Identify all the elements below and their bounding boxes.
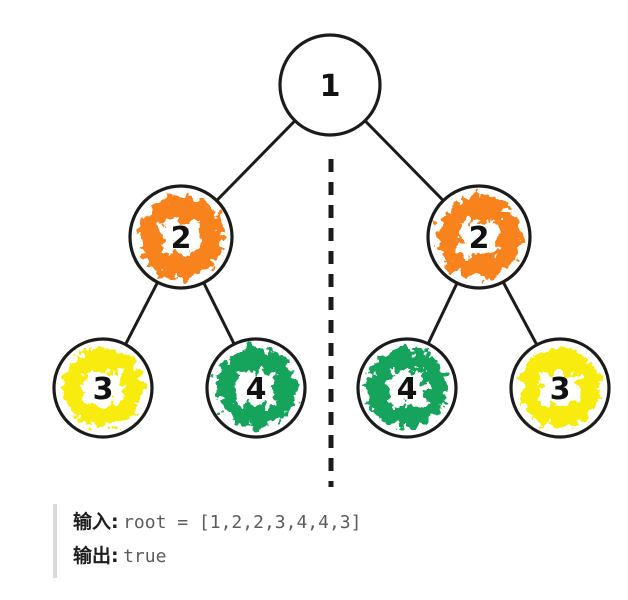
node-label-backing bbox=[388, 372, 426, 404]
tree-node-root: 1 bbox=[278, 33, 382, 137]
tree-node-left-left-3: 3 bbox=[52, 337, 154, 439]
tree-node-right-right-3: 3 bbox=[509, 337, 611, 439]
input-value: root = [1,2,2,3,4,4,3] bbox=[123, 512, 362, 533]
output-label: 输出: bbox=[73, 545, 119, 567]
node-value: 4 bbox=[246, 372, 267, 407]
node-value: 1 bbox=[320, 69, 341, 104]
node-label-backing bbox=[460, 221, 498, 253]
output-value: true bbox=[123, 546, 167, 567]
node-label-backing bbox=[84, 372, 122, 404]
input-label: 输入: bbox=[73, 511, 119, 533]
tree-node-right-left-4: 4 bbox=[356, 337, 458, 439]
example-input-line: 输入: root = [1,2,2,3,4,4,3] bbox=[73, 506, 361, 540]
node-value: 4 bbox=[397, 372, 418, 407]
node-label-backing bbox=[162, 221, 200, 253]
tree-node-right-2: 2 bbox=[426, 184, 532, 290]
node-label-backing bbox=[541, 372, 579, 404]
node-circle bbox=[278, 33, 382, 137]
node-value: 3 bbox=[93, 372, 114, 407]
tree-diagram: 1 2 2 3 4 4 3 bbox=[52, 33, 611, 487]
tree-node-left-right-4: 4 bbox=[205, 337, 307, 439]
tree-node-left-2: 2 bbox=[128, 184, 234, 290]
example-io-block: 输入: root = [1,2,2,3,4,4,3] 输出: true bbox=[53, 504, 361, 578]
node-value: 2 bbox=[469, 221, 490, 256]
example-output-line: 输出: true bbox=[73, 540, 361, 574]
node-label-backing bbox=[237, 372, 275, 404]
node-value: 2 bbox=[171, 221, 192, 256]
node-value: 3 bbox=[550, 372, 571, 407]
